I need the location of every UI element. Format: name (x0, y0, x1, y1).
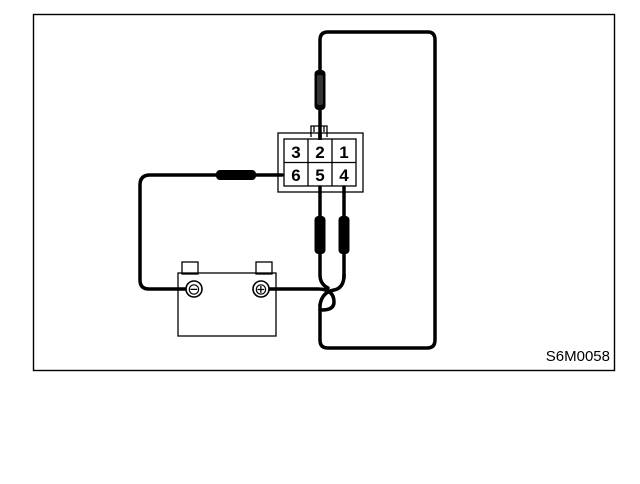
probe-pin6 (216, 170, 256, 180)
test-lead-loop-wire (318, 30, 437, 350)
probe-pin5 (314, 216, 326, 254)
connector-6pin (277, 125, 364, 193)
connector-pin-label: 1 (339, 143, 348, 162)
battery-negative-symbol: ⊖ (187, 280, 200, 299)
probe-top (314, 70, 326, 110)
battery-positive-symbol: ⊕ (254, 280, 267, 299)
connector-pin-label: 2 (315, 143, 324, 162)
probe-pin4 (338, 216, 350, 254)
test-lead-hop-over (318, 273, 346, 307)
battery (177, 261, 277, 337)
battery-negative-terminal (185, 280, 203, 298)
connector-pin-label: 3 (291, 143, 300, 162)
connector-pin-label: 6 (291, 166, 300, 185)
test-lead-pin5-wire (318, 185, 330, 290)
test-lead-positive-wire (260, 287, 336, 312)
battery-positive-terminal (252, 280, 270, 298)
figure-id: S6M0058 (546, 348, 610, 365)
connector-pin-label: 4 (339, 166, 349, 185)
connector-pin-label: 5 (315, 166, 324, 185)
diagram-frame (32, 13, 616, 372)
test-lead-pin6-wire (138, 173, 284, 291)
